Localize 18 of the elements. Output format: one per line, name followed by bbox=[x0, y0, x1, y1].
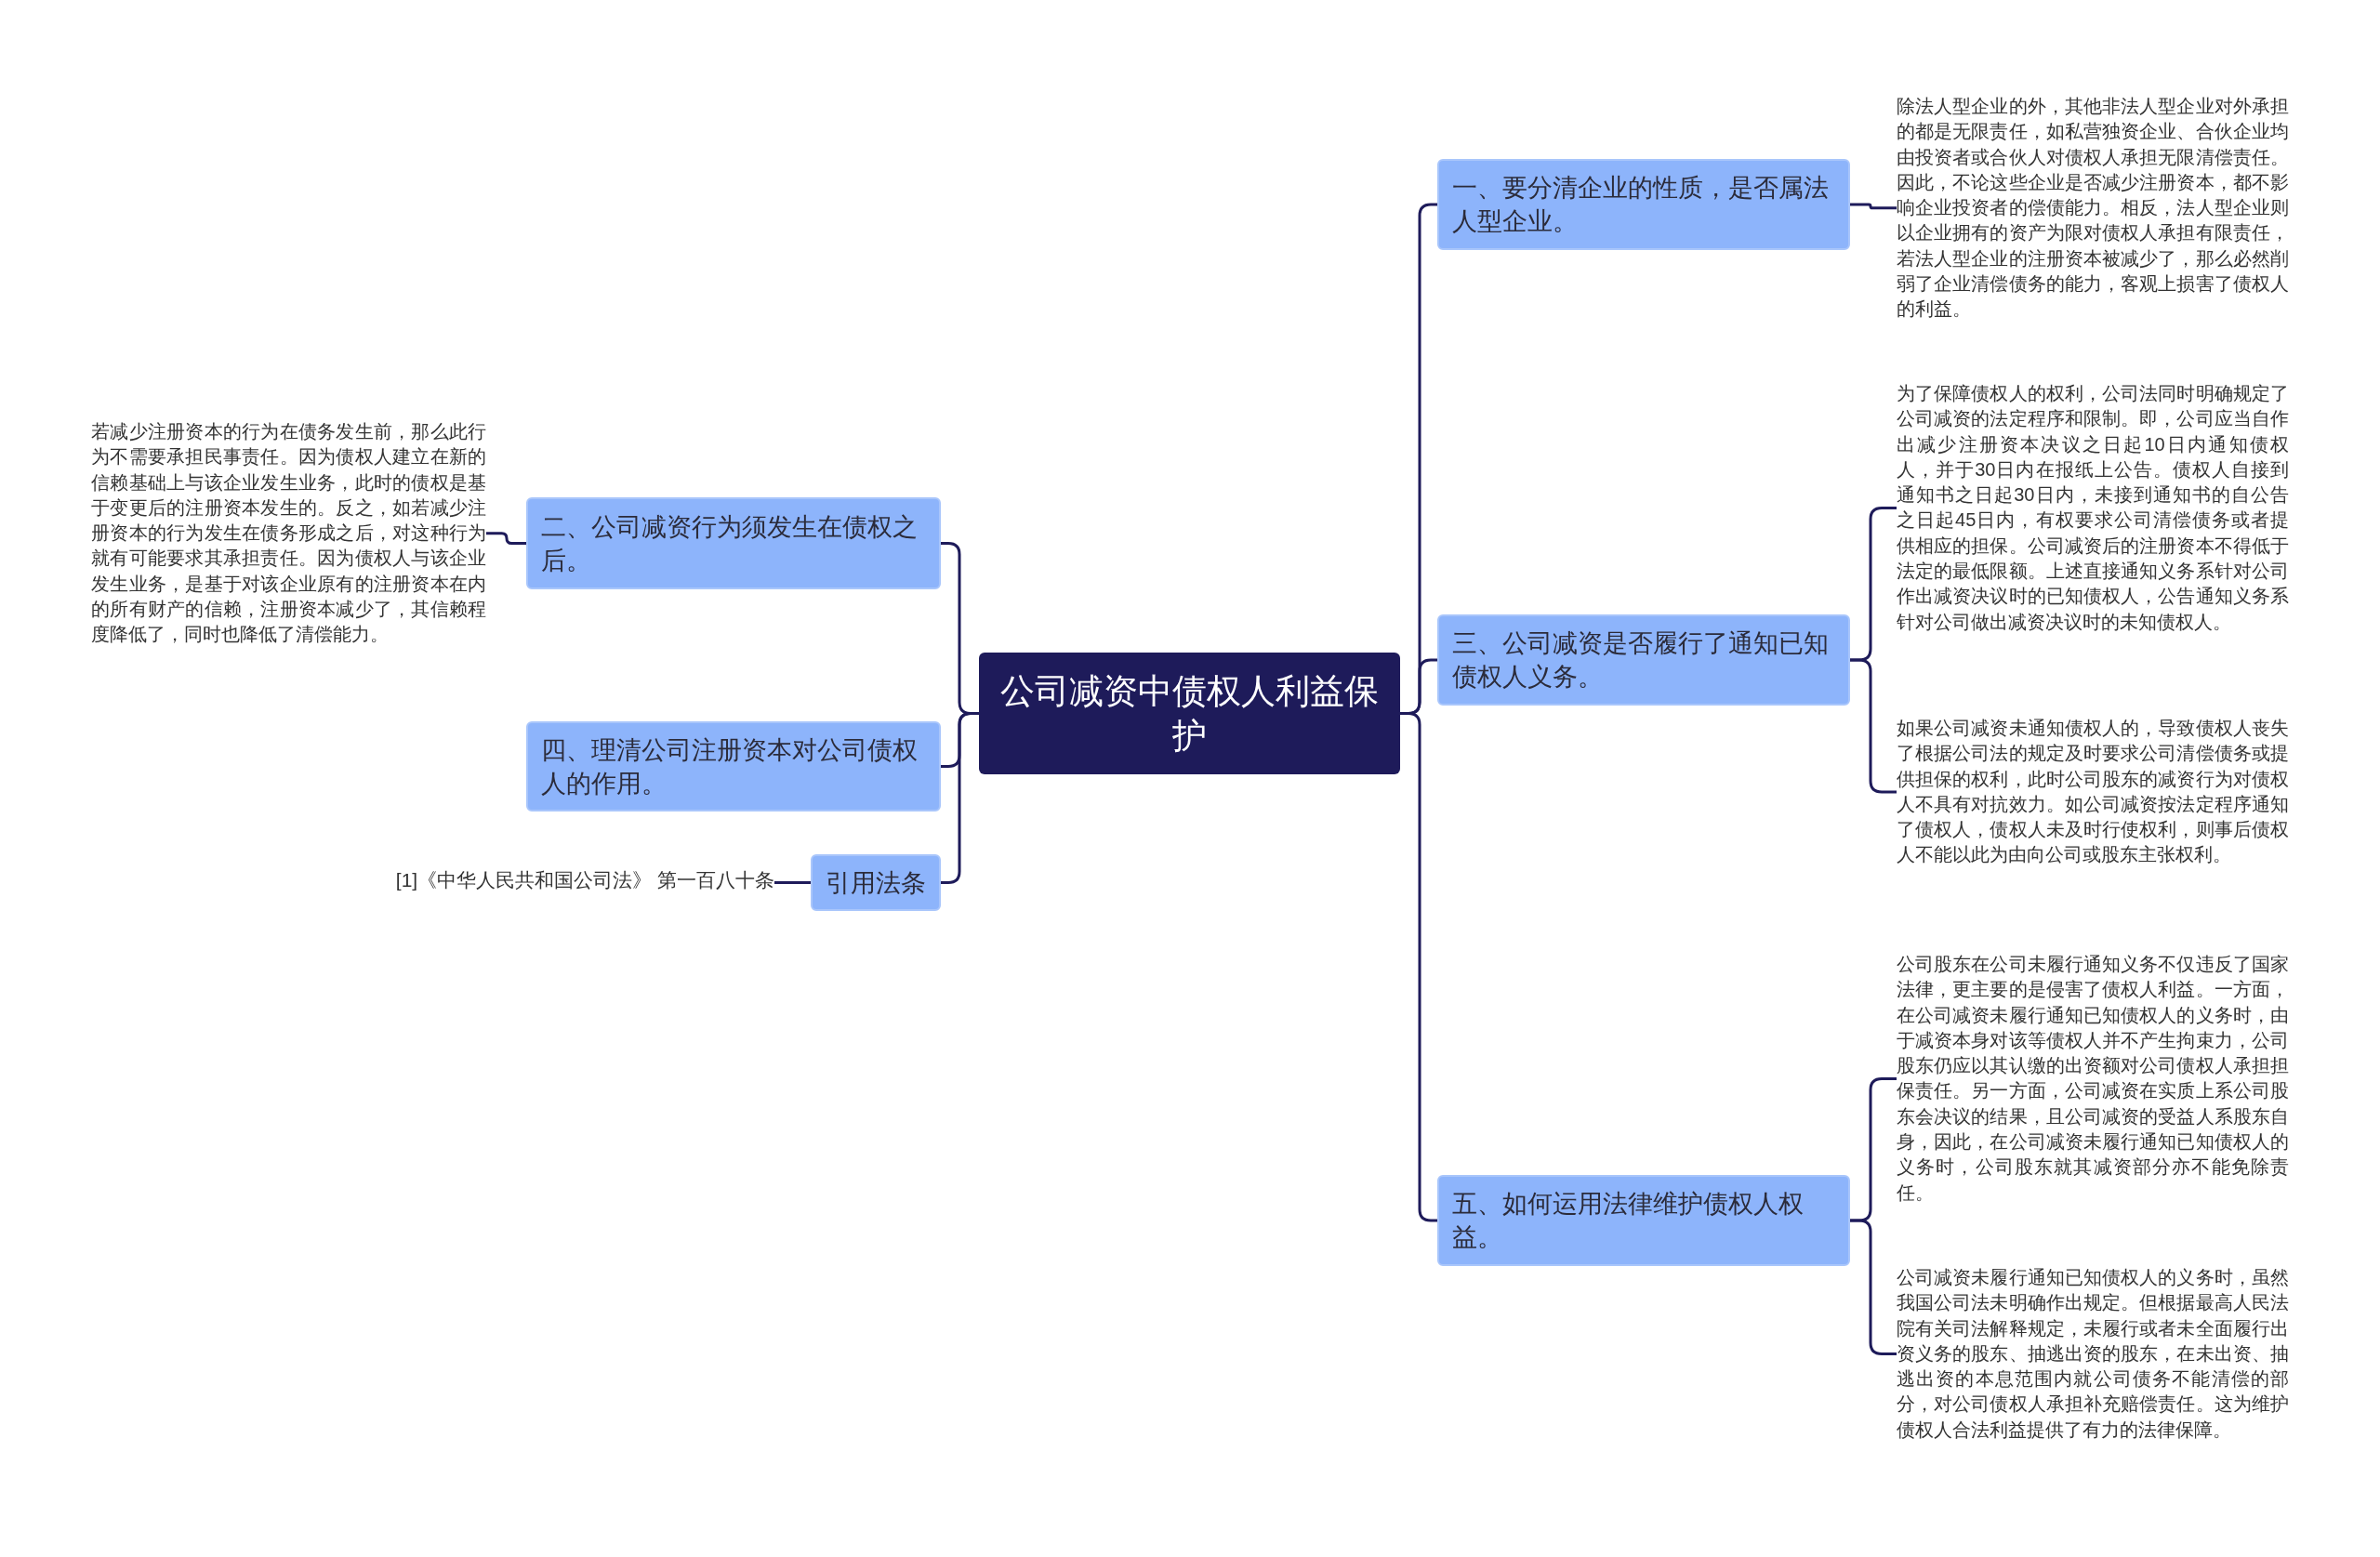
note-text: 如果公司减资未通知债权人的，导致债权人丧失了根据公司法的规定及时要求公司清偿债务或提供担保的权利，此时公司股东的减资行为对债权人不具有对抗效力。如公司减资按法定程序通知了债权人，债权人未及时行使权利，则事后债权人不能以此为由向公司或股东主张权利。 bbox=[1897, 716, 2289, 868]
note-text: 公司减资未履行通知已知债权人的义务时，虽然我国公司法未明确作出规定。但根据最高人民法院有关司法解释规定，未履行或者未全面履行出资义务的股东、抽逃出资的股东，在未出资、抽逃出资的本息范围内就公司债务不能清偿的部分，对公司债权人承担补充赔偿责任。这为维护债权人合法利益提供了有力的法律保障。 bbox=[1897, 1265, 2289, 1444]
citation-text: [1]《中华人民共和国公司法》 第一百八十条 bbox=[395, 867, 774, 893]
note-text: 公司股东在公司未履行通知义务不仅违反了国家法律，更主要的是侵害了债权人利益。一方面，在公司减资未履行通知已知债权人的义务时，由于减资本身对该等债权人并不产生拘束力，公司股东仍应以其认缴的出资额对公司债权人承担担保责任。另一方面，公司减资在实质上系公司股东会决议的结果，且公司减资的受益人系股东自身，因此，在公司减资未履行通知已知债权人的义务时，公司股东就其减资部分亦不能免除责任。 bbox=[1897, 952, 2289, 1206]
note-text: 若减少注册资本的行为在债务发生前，那么此行为不需要承担民事责任。因为债权人建立在新的信赖基础上与该企业发生业务，此时的债权是基于变更后的注册资本发生的。反之，如若减少注册资本的行为发生在债务形成之后，对这种行为就有可能要求其承担责任。因为债权人与该企业发生业务，是基于对该企业原有的注册资本在内的所有财产的信赖，注册资本减少了，其信赖程度降低了，同时也降低了清偿能力。 bbox=[91, 419, 486, 648]
topic-box: 二、公司减资行为须发生在债权之后。 bbox=[526, 497, 941, 589]
connector-line bbox=[941, 712, 979, 884]
connector-line bbox=[486, 532, 526, 545]
note-text: 除法人型企业的外，其他非法人型企业对外承担的都是无限责任，如私营独资企业、合伙企业均由投资者或合伙人对债权人承担无限清偿责任。因此，不论这些企业是否减少注册资本，都不影响企业投资者的偿债能力。相反，法人型企业则以企业拥有的资产为限对债权人承担有限责任，若法人型企业的注册资本被减少了，那么必然削弱了企业清偿债务的能力，客观上损害了债权人的利益。 bbox=[1897, 94, 2289, 323]
topic-box: 四、理清公司注册资本对公司债权人的作用。 bbox=[526, 721, 941, 811]
topic-box: 引用法条 bbox=[811, 854, 941, 911]
note-text: 为了保障债权人的权利，公司法同时明确规定了公司减资的法定程序和限制。即，公司应当自作出减少注册资本决议之日起10日内通知债权人，并于30日内在报纸上公告。债权人自接到通知书之日起30日内，未接到通知书的自公告之日起45日内，有权要求公司清偿债务或者提供相应的担保。公司减资后的注册资本不得低于法定的最低限额。上述直接通知义务系针对公司作出减资决议时的已知债权人，公告通知义务系针对公司做出减资决议时的未知债权人。 bbox=[1897, 381, 2289, 635]
central-topic-box: 公司减资中债权人利益保护 bbox=[979, 653, 1400, 774]
connector-line bbox=[1850, 203, 1897, 210]
topic-box: 五、如何运用法律维护债权人权益。 bbox=[1437, 1175, 1850, 1266]
connector-line bbox=[774, 881, 811, 884]
topic-box: 三、公司减资是否履行了通知已知债权人义务。 bbox=[1437, 614, 1850, 706]
topic-box: 一、要分清企业的性质，是否属法人型企业。 bbox=[1437, 159, 1850, 250]
